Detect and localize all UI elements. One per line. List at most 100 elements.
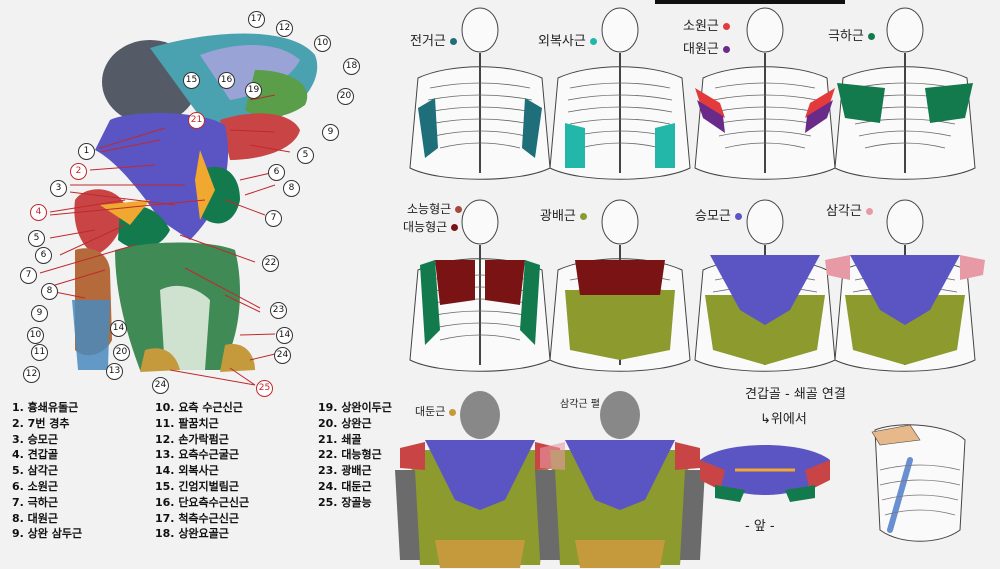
marker-4: 4	[30, 204, 47, 221]
marker-12: 12	[276, 20, 293, 37]
marker-9: 9	[322, 124, 339, 141]
legend-item: 4. 견갑골	[12, 448, 59, 462]
rhomboid-major-color-dot	[451, 224, 459, 231]
legend-item: 11. 팔꿈치근	[155, 416, 219, 430]
marker-21: 21	[188, 112, 205, 129]
marker-14b: 14	[276, 327, 293, 344]
marker-23: 23	[270, 302, 287, 319]
legend-column-1: 1. 흉쇄유돌근 2. 7번 경추 3. 승모근 4. 견갑골 5. 삼각근 6…	[12, 400, 82, 542]
legend-item: 25. 장골능	[318, 495, 372, 509]
label-deltoid: 삼각근	[826, 200, 873, 219]
marker-5b: 5	[297, 147, 314, 164]
legend-item: 12. 손가락펌근	[155, 432, 229, 446]
label-external-oblique: 외복사근	[538, 30, 597, 49]
back-muscle-illustration	[39, 33, 318, 386]
marker-24b: 24	[152, 377, 169, 394]
deltoid-right-shape	[220, 113, 300, 160]
erector-shape	[160, 285, 210, 370]
marker-13: 13	[106, 363, 123, 380]
legend-column-3: 19. 상완이두근 20. 상완근 21. 쇄골 22. 대능형근 23. 광배…	[318, 400, 392, 511]
marker-25: 25	[256, 380, 273, 397]
label-serratus: 전거근	[410, 30, 457, 49]
legend-item: 20. 상완근	[318, 416, 372, 430]
rhomboid-minor-color-dot	[455, 206, 463, 213]
deltoid-color-dot	[865, 208, 873, 215]
marker-1: 1	[78, 143, 95, 160]
left-forearm-shape	[72, 300, 110, 370]
legend-item: 6. 소원근	[12, 479, 59, 493]
legend-item: 13. 요측수근굴근	[155, 448, 240, 462]
marker-8: 8	[41, 283, 58, 300]
marker-22: 22	[262, 255, 279, 272]
label-teres-minor: 소원근	[683, 15, 730, 34]
legend-item: 18. 상완요골근	[155, 527, 229, 541]
legend-item: 7. 극하근	[12, 495, 59, 509]
legend-column-2: 10. 요측 수근신근 11. 팔꿈치근 12. 손가락펌근 13. 요측수근굴…	[155, 400, 249, 542]
legend-item: 17. 척측수근신근	[155, 511, 240, 525]
infraspinatus-color-dot	[867, 33, 875, 40]
label-scapula-clavicle: 견갑골 - 쇄골 연결	[745, 387, 846, 402]
legend-item: 5. 삼각근	[12, 464, 59, 478]
label-infraspinatus: 극하근	[828, 25, 875, 44]
marker-6: 6	[35, 247, 52, 264]
legend-item: 19. 상완이두근	[318, 401, 392, 414]
marker-19: 19	[245, 82, 262, 99]
label-rhomboid-minor: 소능형근	[407, 200, 463, 217]
label-latissimus: 광배근	[540, 205, 587, 224]
marker-12b: 12	[23, 366, 40, 383]
marker-24: 24	[274, 347, 291, 364]
label-gluteus: 대둔근	[415, 403, 457, 419]
brachialis-shape	[245, 70, 308, 117]
marker-20: 20	[337, 88, 354, 105]
marker-8b: 8	[283, 180, 300, 197]
legend-item: 22. 대능형근	[318, 448, 382, 462]
legend-item: 8. 대원근	[12, 511, 59, 525]
legend-item: 24. 대둔근	[318, 479, 372, 493]
teres-minor-color-dot	[722, 23, 730, 30]
legend-item: 10. 요측 수근신근	[155, 401, 243, 414]
trapezius-color-dot	[734, 213, 742, 220]
legend-item: 1. 흉쇄유돌근	[12, 401, 79, 414]
marker-14: 14	[110, 320, 127, 337]
marker-7: 7	[20, 267, 37, 284]
trapezius-shape	[95, 113, 229, 240]
legend-item: 3. 승모근	[12, 432, 59, 446]
legend-item: 2. 7번 경추	[12, 416, 70, 430]
oblique-color-dot	[589, 38, 597, 45]
label-deltoid-line: 삼각근 펼	[560, 399, 600, 410]
legend-item: 23. 광배근	[318, 464, 372, 478]
gluteus-color-dot	[449, 408, 457, 416]
legend-item: 16. 단요측수근신근	[155, 495, 250, 509]
marker-7b: 7	[265, 210, 282, 227]
legend-item: 14. 외복사근	[155, 464, 219, 478]
top-bar	[655, 0, 845, 4]
legend-item: 21. 쇄골	[318, 432, 362, 446]
marker-3: 3	[50, 180, 67, 197]
legend-item: 15. 긴엄지벌림근	[155, 479, 240, 493]
marker-5: 5	[28, 230, 45, 247]
marker-20b: 20	[113, 344, 130, 361]
marker-9: 9	[31, 305, 48, 322]
gluteus-right-shape	[220, 344, 255, 372]
serratus-color-dot	[449, 38, 457, 45]
marker-10: 10	[314, 35, 331, 52]
legend-item: 9. 상완 삼두근	[12, 527, 83, 541]
skeleton-figures	[395, 7, 985, 568]
scapula-right-shape	[195, 150, 215, 220]
marker-15: 15	[183, 72, 200, 89]
label-front: - 앞 -	[745, 519, 775, 534]
marker-10b: 10	[27, 327, 44, 344]
label-from-above: ↳위에서	[760, 412, 807, 427]
marker-11: 11	[31, 344, 48, 361]
marker-2: 2	[70, 163, 87, 180]
marker-18: 18	[343, 58, 360, 75]
latissimus-color-dot	[579, 213, 587, 220]
label-teres-major: 대원근	[683, 38, 730, 57]
label-trapezius: 승모근	[695, 205, 742, 224]
teres-major-color-dot	[722, 46, 730, 53]
marker-17: 17	[248, 11, 265, 28]
marker-16: 16	[218, 72, 235, 89]
marker-6b: 6	[268, 164, 285, 181]
gluteus-left-shape	[140, 348, 180, 372]
label-rhomboid-major: 대능형근	[403, 218, 459, 235]
